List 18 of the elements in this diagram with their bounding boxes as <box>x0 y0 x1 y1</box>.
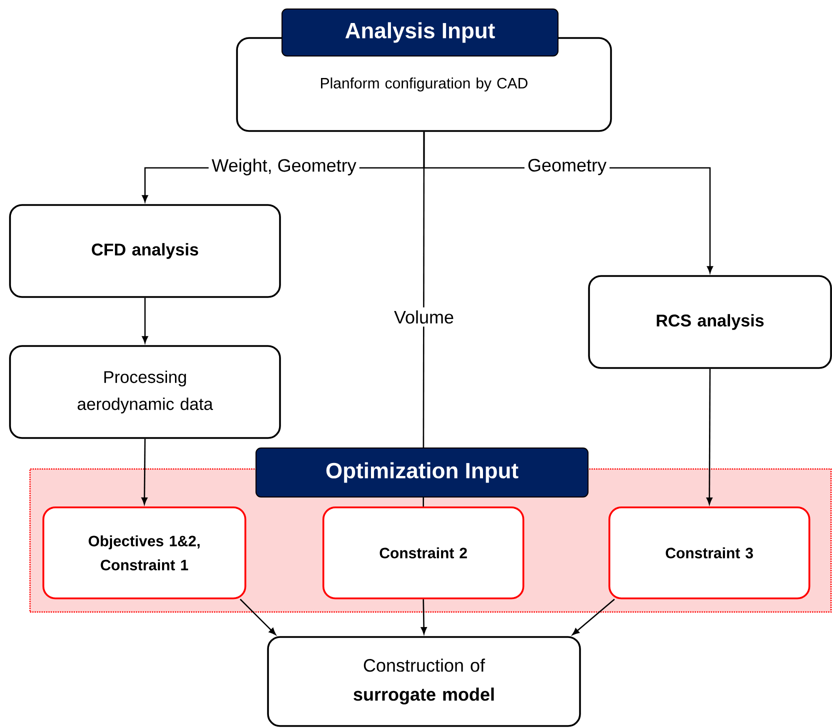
edge-label: Weight, Geometry <box>208 156 360 178</box>
heading-tab: Analysis Input <box>282 8 558 56</box>
arrow <box>706 368 712 505</box>
input-box: Constraint 3 <box>608 506 810 600</box>
arrow <box>240 598 276 635</box>
edge-label: Geometry <box>524 156 610 178</box>
edge-label: Volume <box>390 307 458 327</box>
input-box: Objectives 1&2, Constraint 1 <box>42 506 246 600</box>
result-box: Construction of surrogate model <box>267 636 581 727</box>
process-box: Processing aerodynamic data <box>9 345 281 439</box>
arrow <box>420 599 427 634</box>
arrow <box>142 298 148 344</box>
process-box: RCS analysis <box>588 275 832 369</box>
heading-tab: Optimization Input <box>256 448 588 498</box>
input-box: Constraint 2 <box>322 506 524 600</box>
arrow <box>141 438 148 505</box>
arrow <box>572 598 615 636</box>
process-box: CFD analysis <box>9 204 281 298</box>
